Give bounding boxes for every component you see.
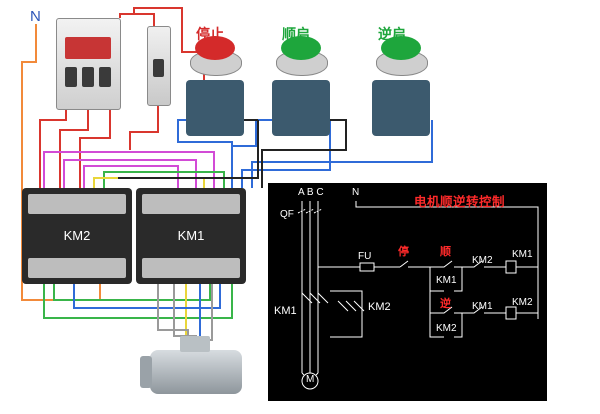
red-wire	[129, 104, 159, 150]
breaker-toggle[interactable]	[99, 67, 111, 87]
black-wire	[118, 120, 259, 179]
green-wire	[103, 171, 225, 188]
blue-wire	[232, 119, 272, 147]
green-wire	[43, 284, 233, 319]
yellow-wire	[93, 177, 205, 188]
phase-labels: A B C	[298, 187, 324, 198]
three-pole-breaker[interactable]	[56, 18, 121, 110]
single-pole-breaker[interactable]	[147, 26, 171, 106]
neutral-label: N	[30, 8, 41, 25]
red-wire	[119, 13, 155, 26]
red-wire	[59, 108, 89, 188]
schematic-lines	[297, 201, 539, 390]
reverse-button-cap[interactable]	[381, 36, 421, 60]
magenta-wire	[43, 151, 215, 188]
km2-main-label: KM2	[368, 301, 391, 313]
motor	[140, 336, 242, 394]
motor-fan-cover	[140, 356, 152, 388]
blue-wire	[251, 120, 433, 188]
km2-hold-label: KM2	[436, 323, 457, 334]
km2-coil-label: KM2	[512, 297, 533, 308]
terminal-strip	[28, 194, 126, 214]
forward-button-cap[interactable]	[281, 36, 321, 60]
km1-main-label: KM1	[274, 305, 297, 317]
forward-start-button[interactable]	[272, 36, 330, 136]
motor-terminal-box	[180, 336, 210, 352]
motor-label: M	[306, 374, 315, 385]
km1-hold-label: KM1	[436, 275, 457, 286]
red-wire	[39, 108, 67, 188]
reverse-start-button[interactable]	[372, 36, 430, 136]
stop-switch-label: 停	[398, 245, 409, 258]
reverse-switch-label: 逆	[440, 297, 451, 310]
stop-button-cap[interactable]	[195, 36, 235, 60]
qf-label: QF	[280, 209, 294, 220]
terminal-strip	[28, 258, 126, 278]
km1-coil-label: KM1	[512, 249, 533, 260]
breaker-label-plate	[65, 37, 111, 59]
terminal-strip	[142, 258, 240, 278]
magenta-wire	[63, 159, 197, 188]
contactor-label: KM2	[63, 228, 91, 243]
contactor-km2[interactable]: KM2	[22, 188, 132, 284]
km2-interlock-label: KM2	[472, 255, 493, 266]
breaker-toggle[interactable]	[153, 59, 164, 77]
forward-switch-label: 顺	[440, 245, 451, 258]
contactor-km1[interactable]: KM1	[136, 188, 246, 284]
schematic-title: 电机顺逆转控制	[414, 194, 506, 209]
terminal-strip	[142, 194, 240, 214]
breaker-toggle[interactable]	[82, 67, 94, 87]
blue-wire	[177, 119, 233, 188]
breaker-toggle[interactable]	[65, 67, 77, 87]
stop-button[interactable]	[186, 36, 244, 136]
blue-wire	[73, 284, 221, 309]
fu-label: FU	[358, 251, 372, 262]
km1-interlock-label: KM1	[472, 301, 493, 312]
schematic-panel: 电机顺逆转控制 A B C N QF FU 停 顺 逆 KM1 KM2 KM1 …	[268, 183, 547, 401]
contactor-label: KM1	[177, 228, 205, 243]
neutral-label: N	[352, 187, 360, 198]
neutral-wire	[21, 24, 101, 301]
red-wire	[79, 108, 111, 188]
green-wire	[53, 284, 211, 301]
black-wire	[261, 119, 347, 188]
